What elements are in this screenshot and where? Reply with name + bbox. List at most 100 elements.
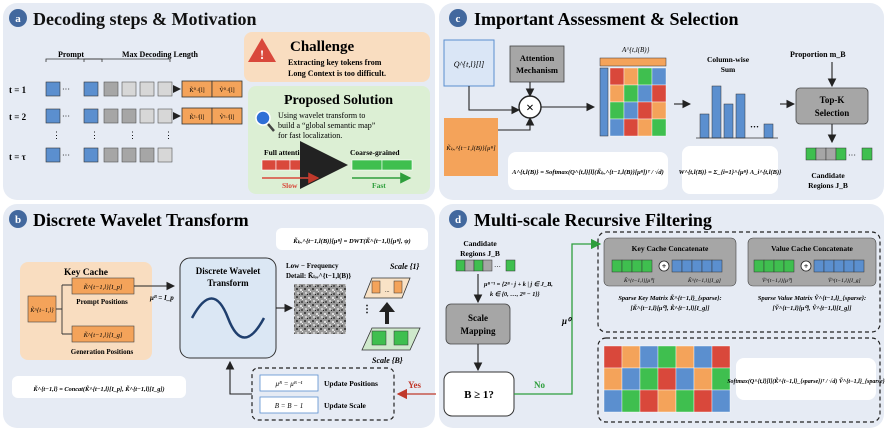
solution-line-1: Using wavelet transform to bbox=[278, 111, 365, 120]
candidate-dots: ··· bbox=[848, 151, 856, 160]
candidate-token bbox=[835, 147, 847, 161]
a-side-bar bbox=[599, 67, 609, 137]
panel-d-title: Multi-scale Recursive Filtering bbox=[474, 210, 712, 230]
heatmap-cell bbox=[639, 345, 659, 369]
coarse-grained-label: Coarse-grained bbox=[350, 148, 400, 157]
scaleB-plane bbox=[361, 327, 421, 351]
final-formula: Softmax(Q^{t,l}[l](K̃^{t−1,l}_{sparse})ᵀ… bbox=[727, 377, 885, 385]
cache-token bbox=[853, 259, 865, 273]
panel-d-badge bbox=[449, 210, 467, 228]
svg-text:Selection: Selection bbox=[815, 108, 850, 118]
cache-token bbox=[823, 259, 835, 273]
k-gen-box bbox=[71, 325, 135, 343]
panel-a-title: Decoding steps & Motivation bbox=[33, 9, 257, 29]
heatmap-cell bbox=[639, 389, 659, 413]
svg-text:Key Cache: Key Cache bbox=[64, 268, 108, 278]
svg-text:k ∈ {0, …, 2ᴮ − 1}}: k ∈ {0, …, 2ᴮ − 1}} bbox=[490, 291, 541, 298]
heatmap-cell bbox=[621, 345, 641, 369]
gen-token bbox=[157, 81, 173, 97]
token-dots: ··· bbox=[62, 112, 70, 121]
svg-text:Ṽ^{t−1,l}[I_g]: Ṽ^{t−1,l}[I_g] bbox=[828, 276, 861, 284]
attn-cell bbox=[623, 67, 639, 86]
yes-label: Yes bbox=[408, 380, 421, 390]
gen-token bbox=[121, 108, 137, 124]
attn-cell bbox=[637, 84, 653, 103]
svg-text:Detail: K̃ₗₒᵥ^{t−1,l(B)}: Detail: K̃ₗₒᵥ^{t−1,l(B)} bbox=[286, 272, 351, 280]
update-scale-box bbox=[259, 396, 319, 414]
svg-text:Scale {1}: Scale {1} bbox=[390, 262, 420, 271]
heatmap-cell bbox=[693, 389, 713, 413]
colsum-bar bbox=[763, 123, 774, 139]
svg-text:b: b bbox=[15, 214, 21, 226]
heatmap-cell bbox=[711, 345, 731, 369]
svg-text:Generation Positions: Generation Positions bbox=[71, 348, 134, 356]
challenge-box bbox=[244, 32, 430, 82]
full-attention-bar bbox=[261, 159, 319, 171]
svg-text:Prompt Positions: Prompt Positions bbox=[76, 298, 128, 306]
svg-text:Update Positions: Update Positions bbox=[324, 379, 378, 388]
full-attention-label: Full attention bbox=[264, 148, 308, 157]
colsum-bar bbox=[711, 85, 722, 139]
prompt-brace bbox=[45, 58, 103, 62]
dwt-formula-box bbox=[276, 228, 428, 250]
panel-b-title: Discrete Wavelet Transform bbox=[33, 210, 249, 230]
svg-text:Value Cache Concatenate: Value Cache Concatenate bbox=[771, 244, 853, 253]
attn-cell bbox=[651, 118, 667, 137]
gen-token bbox=[103, 108, 119, 124]
svg-text:×: × bbox=[526, 101, 534, 116]
attn-cell bbox=[637, 67, 653, 86]
svg-text:Mechanism: Mechanism bbox=[516, 65, 558, 75]
cache-token bbox=[701, 259, 713, 273]
token-grid: ·········⋮⋮⋮⋮ bbox=[45, 81, 181, 163]
softmax-formula-box bbox=[508, 152, 668, 190]
gen-token bbox=[157, 108, 173, 124]
no-label: No bbox=[534, 380, 545, 390]
k-low-box bbox=[444, 118, 498, 176]
update-positions-box bbox=[259, 374, 319, 392]
svg-text:Update Scale: Update Scale bbox=[324, 401, 367, 410]
cache-token bbox=[611, 259, 623, 273]
svg-text:Candidate: Candidate bbox=[463, 239, 497, 248]
token-dots: ··· bbox=[62, 151, 70, 160]
gen-token bbox=[103, 147, 119, 163]
heatmap-cell bbox=[657, 367, 677, 391]
colsum-bar bbox=[735, 93, 746, 139]
candidate-token bbox=[815, 147, 827, 161]
vdots: ⋮ bbox=[128, 130, 137, 140]
row-label-3: t = τ bbox=[9, 152, 27, 162]
attention-matrix bbox=[609, 67, 667, 137]
column-sum-bars bbox=[699, 85, 774, 139]
magnifier-icon bbox=[255, 110, 271, 126]
svg-text:B = B − 1: B = B − 1 bbox=[275, 402, 304, 410]
coarse-bar bbox=[351, 159, 413, 171]
plus-icon bbox=[800, 260, 812, 272]
vdots: ⋮ bbox=[164, 130, 173, 140]
concat-formula: K̃^{t−1,l} = Concat(K̃^{t−1,l}[I_p], K̃^… bbox=[32, 386, 164, 393]
v-token-2-label: Ṽ¹·ʲ[l] bbox=[220, 113, 235, 121]
svg-text:Column-wise: Column-wise bbox=[707, 55, 750, 64]
gen-token bbox=[157, 147, 173, 163]
solution-line-2: build a “global semantic map” bbox=[278, 121, 376, 130]
candidate-tokens-c: ··· bbox=[805, 147, 873, 161]
heatmap-cell bbox=[675, 345, 695, 369]
svg-text:Regions J_B: Regions J_B bbox=[460, 249, 500, 258]
k-token-1-label: K̃⁰·ʲ[l] bbox=[189, 86, 204, 94]
output-group bbox=[597, 337, 881, 423]
attention-mechanism-box bbox=[509, 45, 565, 83]
challenge-title: Challenge bbox=[290, 39, 355, 55]
cache-token bbox=[711, 259, 723, 273]
candidate-token bbox=[861, 147, 873, 161]
svg-text:Scale {B}: Scale {B} bbox=[372, 356, 403, 365]
svg-text:Mapping: Mapping bbox=[460, 326, 496, 336]
mu0-label: μ⁰ bbox=[561, 316, 572, 326]
cache-token bbox=[691, 259, 703, 273]
svg-text:⋮: ⋮ bbox=[362, 304, 372, 315]
k-full-box bbox=[27, 295, 57, 323]
panel-c-title: Important Assessment & Selection bbox=[474, 9, 738, 29]
cache-token bbox=[763, 259, 775, 273]
candidate-token bbox=[505, 259, 516, 272]
attn-cell bbox=[623, 101, 639, 120]
weight-formula: W^{t,l(B)} = Σ_{i=1}^{μᴮ} A_i^{t,l(B)} bbox=[679, 169, 783, 176]
svg-text:Ṽ^{t−1,l}[μ⁰]: Ṽ^{t−1,l}[μ⁰] bbox=[762, 276, 792, 284]
